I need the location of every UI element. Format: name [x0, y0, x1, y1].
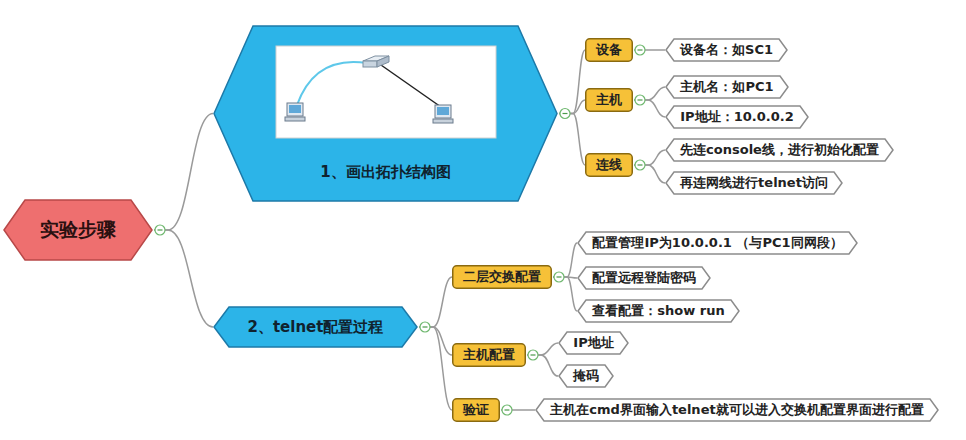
collapse-minus — [638, 164, 643, 165]
console-cable — [297, 62, 367, 105]
node-label: 主机在cmd界面输入telnet就可以进入交换机配置界面进行配置 — [550, 401, 923, 419]
category-box: 验证 — [452, 398, 500, 422]
collapse-minus — [531, 354, 536, 355]
node-label: 再连网线进行telnet访问 — [680, 174, 828, 192]
collapse-toggle — [554, 272, 564, 282]
node-label: 连线 — [596, 156, 622, 174]
category-box: 主机配置 — [452, 343, 526, 367]
collapse-toggle — [502, 405, 512, 415]
collapse-toggle — [420, 322, 430, 332]
collapse-minus — [505, 409, 510, 410]
topology-illustration — [275, 45, 497, 139]
hexagon-fill — [214, 307, 417, 347]
node-label: 查看配置：show run — [592, 302, 724, 320]
collapse-minus — [563, 113, 568, 114]
node-label: 配置管理IP为10.0.0.1 （与PC1同网段） — [592, 234, 842, 252]
leaf-tag: 掩码 — [558, 364, 614, 388]
node-label: 主机 — [596, 91, 622, 109]
leaf-tag: 配置管理IP为10.0.0.1 （与PC1同网段） — [577, 231, 858, 255]
collapse-toggle — [528, 350, 538, 360]
category-box: 二层交换配置 — [452, 265, 552, 289]
root-hexagon: 实验步骤 — [3, 199, 153, 261]
hexagon-fill — [559, 332, 628, 354]
hexagon-fill — [666, 39, 787, 61]
hexagon-fill — [578, 267, 710, 289]
hexagon-fill — [559, 365, 613, 387]
node-label: 主机配置 — [463, 346, 515, 364]
box-fill — [453, 266, 552, 289]
branch-connector — [501, 409, 535, 411]
hexagon-fill — [578, 300, 739, 322]
branch-connector — [154, 114, 213, 231]
pc-icon-left — [285, 103, 305, 121]
collapse-minus — [638, 99, 643, 100]
collapse-toggle — [560, 109, 570, 119]
leaf-tag: 再连网线进行telnet访问 — [665, 171, 843, 195]
hexagon-fill — [666, 76, 788, 98]
hexagon-fill — [666, 139, 893, 161]
branch-connector — [553, 277, 577, 311]
branch-connector — [419, 327, 452, 410]
node-label: 设备 — [596, 41, 622, 59]
collapse-toggle — [635, 160, 645, 170]
illustration-frame — [276, 46, 496, 138]
branch-connector — [553, 243, 577, 277]
branch-hexagon: 1、画出拓扑结构图 — [213, 25, 558, 202]
hexagon-fill — [4, 200, 152, 260]
collapse-minus — [638, 49, 643, 50]
node-label: IP地址 — [573, 334, 613, 352]
leaf-tag: 主机名：如PC1 — [665, 75, 789, 99]
hexagon-fill — [666, 106, 808, 128]
leaf-tag: 配置远程登陆密码 — [577, 266, 711, 290]
branch-connector — [559, 50, 585, 114]
node-label: 先连console线，进行初始化配置 — [680, 141, 879, 159]
node-label: 设备名：如SC1 — [680, 41, 773, 59]
network-cable — [381, 65, 441, 107]
hexagon-fill — [666, 172, 842, 194]
node-label: 配置远程登陆密码 — [592, 269, 696, 287]
node-label: 验证 — [463, 401, 489, 419]
hexagon-fill — [578, 232, 857, 254]
collapse-minus — [158, 229, 163, 230]
box-fill — [586, 154, 633, 177]
collapse-toggle — [635, 45, 645, 55]
collapse-toggle — [155, 225, 165, 235]
branch-connector — [634, 49, 665, 51]
branch-connector — [154, 230, 213, 327]
box-fill — [586, 39, 633, 62]
leaf-tag: 先连console线，进行初始化配置 — [665, 138, 894, 162]
category-box: 设备 — [585, 38, 633, 62]
category-box: 连线 — [585, 153, 633, 177]
collapse-toggle — [635, 95, 645, 105]
leaf-tag: IP地址 — [558, 331, 629, 355]
hexagon-fill — [214, 26, 557, 201]
node-label: 二层交换配置 — [463, 268, 541, 286]
leaf-tag: 主机在cmd界面输入telnet就可以进入交换机配置界面进行配置 — [535, 398, 939, 422]
branch-hexagon: 2、telnet配置过程 — [213, 306, 418, 348]
node-label: 1、画出拓扑结构图 — [320, 163, 450, 182]
leaf-tag: 设备名：如SC1 — [665, 38, 788, 62]
node-label: 实验步骤 — [40, 217, 116, 243]
collapse-minus — [423, 326, 428, 327]
branch-connector — [419, 277, 452, 327]
node-label: 掩码 — [573, 367, 599, 385]
switch-icon — [363, 56, 389, 67]
node-label: 主机名：如PC1 — [680, 78, 773, 96]
box-fill — [453, 344, 526, 367]
pc-icon-right — [433, 105, 453, 123]
node-label: 2、telnet配置过程 — [248, 318, 384, 337]
collapse-minus — [557, 276, 562, 277]
box-fill — [453, 399, 500, 422]
leaf-tag: IP地址：10.0.0.2 — [665, 105, 809, 129]
category-box: 主机 — [585, 88, 633, 112]
hexagon-fill — [536, 399, 938, 421]
node-label: IP地址：10.0.0.2 — [680, 108, 793, 126]
leaf-tag: 查看配置：show run — [577, 299, 740, 323]
branch-connector — [559, 114, 585, 166]
box-fill — [586, 89, 633, 112]
